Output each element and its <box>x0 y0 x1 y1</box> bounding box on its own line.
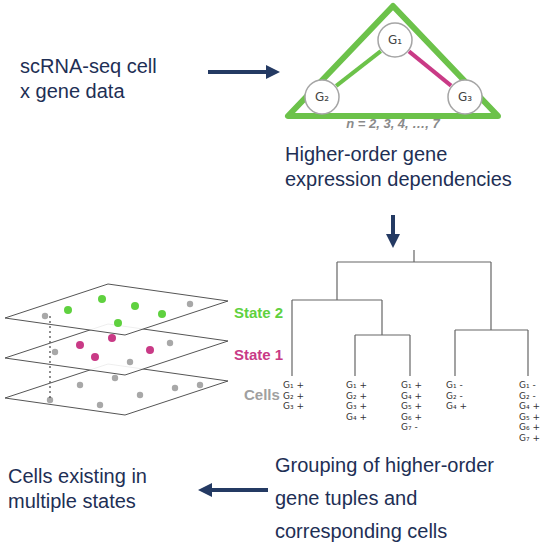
cell-dot <box>137 392 143 398</box>
gene-circle <box>378 23 412 57</box>
cell-dot <box>167 340 173 346</box>
gene-name: G₃ <box>447 79 483 115</box>
state2-dot <box>114 319 122 327</box>
cell-dot <box>42 313 48 319</box>
gene-tuple-label: G₁ + G₄ + G₅ + G₆ + G₇ - <box>401 380 427 433</box>
gene-name: G₂ <box>304 79 340 115</box>
flow-arrow <box>208 70 270 74</box>
gene-name: G₁ <box>377 22 413 58</box>
state2-dot <box>98 295 106 303</box>
dependency-edge <box>336 51 381 86</box>
state2-dot <box>131 302 139 310</box>
cell-dot <box>52 349 58 355</box>
state-label: State 2 <box>234 304 283 321</box>
dotted-guide <box>49 316 50 400</box>
stage-caption: Cells existing in multiple states <box>8 464 198 514</box>
cell-dot <box>187 301 193 307</box>
gene-tuple-label: G₁ - G₂ - G₄ + G₅ + G₆ + G₇ + <box>519 380 545 443</box>
cell-dot <box>97 402 103 408</box>
cell-dot <box>77 382 83 388</box>
gene-graph-group: n = 2, 3, 4, …, 7 Higher-order gene expre… <box>280 0 520 215</box>
output-text-node: Cells existing in multiple states <box>8 462 198 522</box>
cell-dot <box>172 385 178 391</box>
gene-tuple-label: G₁ + G₂ + G₃ + <box>283 380 309 412</box>
gene-circle: G₃ <box>447 79 483 115</box>
dendrogram-branches <box>292 250 528 376</box>
gene-circle: G₁ <box>377 22 413 58</box>
flow-arrow <box>391 215 395 238</box>
input-text-node: scRNA-seq cell x gene data <box>18 52 208 102</box>
gene-circle: G₂ <box>304 79 340 115</box>
state1-dot <box>76 341 84 349</box>
state-label: Cells <box>244 386 280 403</box>
cell-dot <box>197 382 203 388</box>
state1-dot <box>91 353 99 361</box>
state1-dot <box>146 346 154 354</box>
stage-text: scRNA-seq cell x gene data <box>20 54 170 104</box>
gene-tuple-label: G₁ + G₂ + G₃ + G₄ + <box>346 380 372 422</box>
state1-dot <box>108 334 116 342</box>
gene-circle <box>305 80 339 114</box>
stage-caption: Grouping of higher-order gene tuples and… <box>275 449 537 548</box>
flow-arrow <box>208 488 268 492</box>
order-range: n = 2, 3, 4, …, 7 <box>280 116 506 131</box>
triangle-outline <box>288 6 498 116</box>
cell-dot <box>112 375 118 381</box>
gene-circle <box>448 80 482 114</box>
state2-dot <box>64 306 72 314</box>
cell-dot <box>127 359 133 365</box>
gene-tuple-label: G₁ - G₂ - G₄ + <box>446 380 472 412</box>
state2-dot <box>158 310 166 318</box>
state2-layer <box>5 284 228 335</box>
state-label: State 1 <box>234 346 283 363</box>
dependency-edge <box>409 51 451 85</box>
stage-caption: Higher-order gene expression dependencie… <box>285 142 520 192</box>
